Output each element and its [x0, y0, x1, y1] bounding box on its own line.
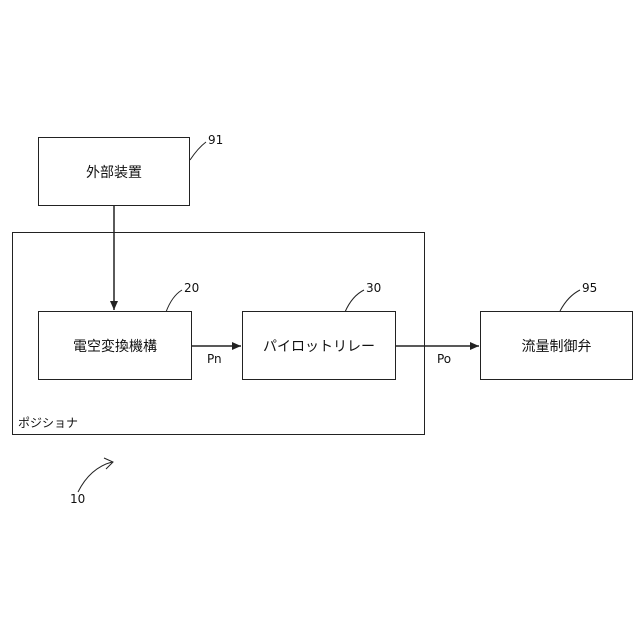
flow-valve-label: 流量制御弁: [522, 336, 592, 356]
ep-converter-label: 電空変換機構: [73, 336, 157, 356]
positioner-label: ポジショナ: [18, 414, 78, 431]
leader-10: [78, 462, 112, 492]
flow-valve-block: 流量制御弁: [480, 311, 633, 380]
external-device-block: 外部装置: [38, 137, 190, 206]
signal-pn-label: Pn: [207, 352, 222, 366]
external-device-label: 外部装置: [86, 162, 142, 182]
signal-po-label: Po: [437, 352, 451, 366]
ref-20: 20: [184, 281, 199, 295]
ref-95: 95: [582, 281, 597, 295]
leader-91: [190, 142, 206, 160]
pilot-relay-label: パイロットリレー: [263, 336, 375, 356]
ref-10: 10: [70, 492, 85, 506]
ref-30: 30: [366, 281, 381, 295]
pilot-relay-block: パイロットリレー: [242, 311, 396, 380]
leader-95: [560, 290, 580, 311]
ep-converter-block: 電空変換機構: [38, 311, 192, 380]
ref-91: 91: [208, 133, 223, 147]
